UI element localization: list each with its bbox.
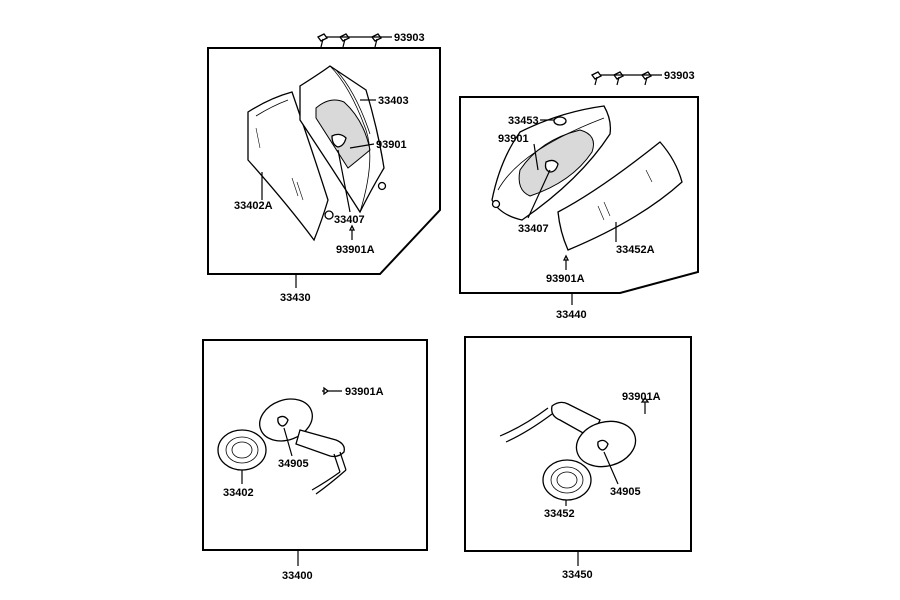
label-33430: 33430 [280,292,311,304]
lens-33452a-icon [557,141,683,251]
label-93901a-bl: 93901A [345,386,384,398]
label-33407-tr: 33407 [518,223,549,235]
screw-set-icon [591,71,662,86]
assembly-frame-tl [207,47,441,275]
screw-93901a-icon [640,396,650,414]
label-34905-br: 34905 [610,486,641,498]
label-34905-bl: 34905 [278,458,309,470]
assembly-frame-tr [459,96,699,294]
indicator-housing-icon [499,401,637,468]
assembly-frame-bl [202,339,428,551]
lens-33402a-icon [247,91,334,242]
indicator-housing-icon [259,398,347,495]
label-33407-tl: 33407 [334,214,365,226]
label-93901a-tl: 93901A [336,244,375,256]
label-93901-tr: 93901 [498,133,529,145]
label-33402a: 33402A [234,200,273,212]
label-33400: 33400 [282,570,313,582]
lens-33402-icon [217,429,267,471]
label-93903-tr: 93903 [664,70,695,82]
group-top-right: 93903 33453 93901 33407 33452A 9390 [459,70,699,321]
label-33402: 33402 [223,487,254,499]
screw-set-icon [317,33,392,48]
screw-93901a-icon [322,386,342,396]
group-bottom-left: 93901A 34905 33402 33400 [202,339,428,582]
label-33450: 33450 [562,569,593,581]
group-bottom-right: 93901A 34905 33452 33450 [464,336,692,581]
housing-33403-icon [299,65,387,214]
label-33403: 33403 [378,95,409,107]
label-93901a-br: 93901A [622,391,661,403]
label-33440: 33440 [556,309,587,321]
group-top-left: 93903 33403 93901 [207,32,441,304]
label-33452a: 33452A [616,244,655,256]
lens-33452-icon [542,459,592,501]
label-33453: 33453 [508,115,539,127]
label-93901a-tr: 93901A [546,273,585,285]
label-93903-tl: 93903 [394,32,425,44]
label-33452: 33452 [544,508,575,520]
label-93901-tl: 93901 [376,139,407,151]
housing-33453-icon [491,105,612,221]
